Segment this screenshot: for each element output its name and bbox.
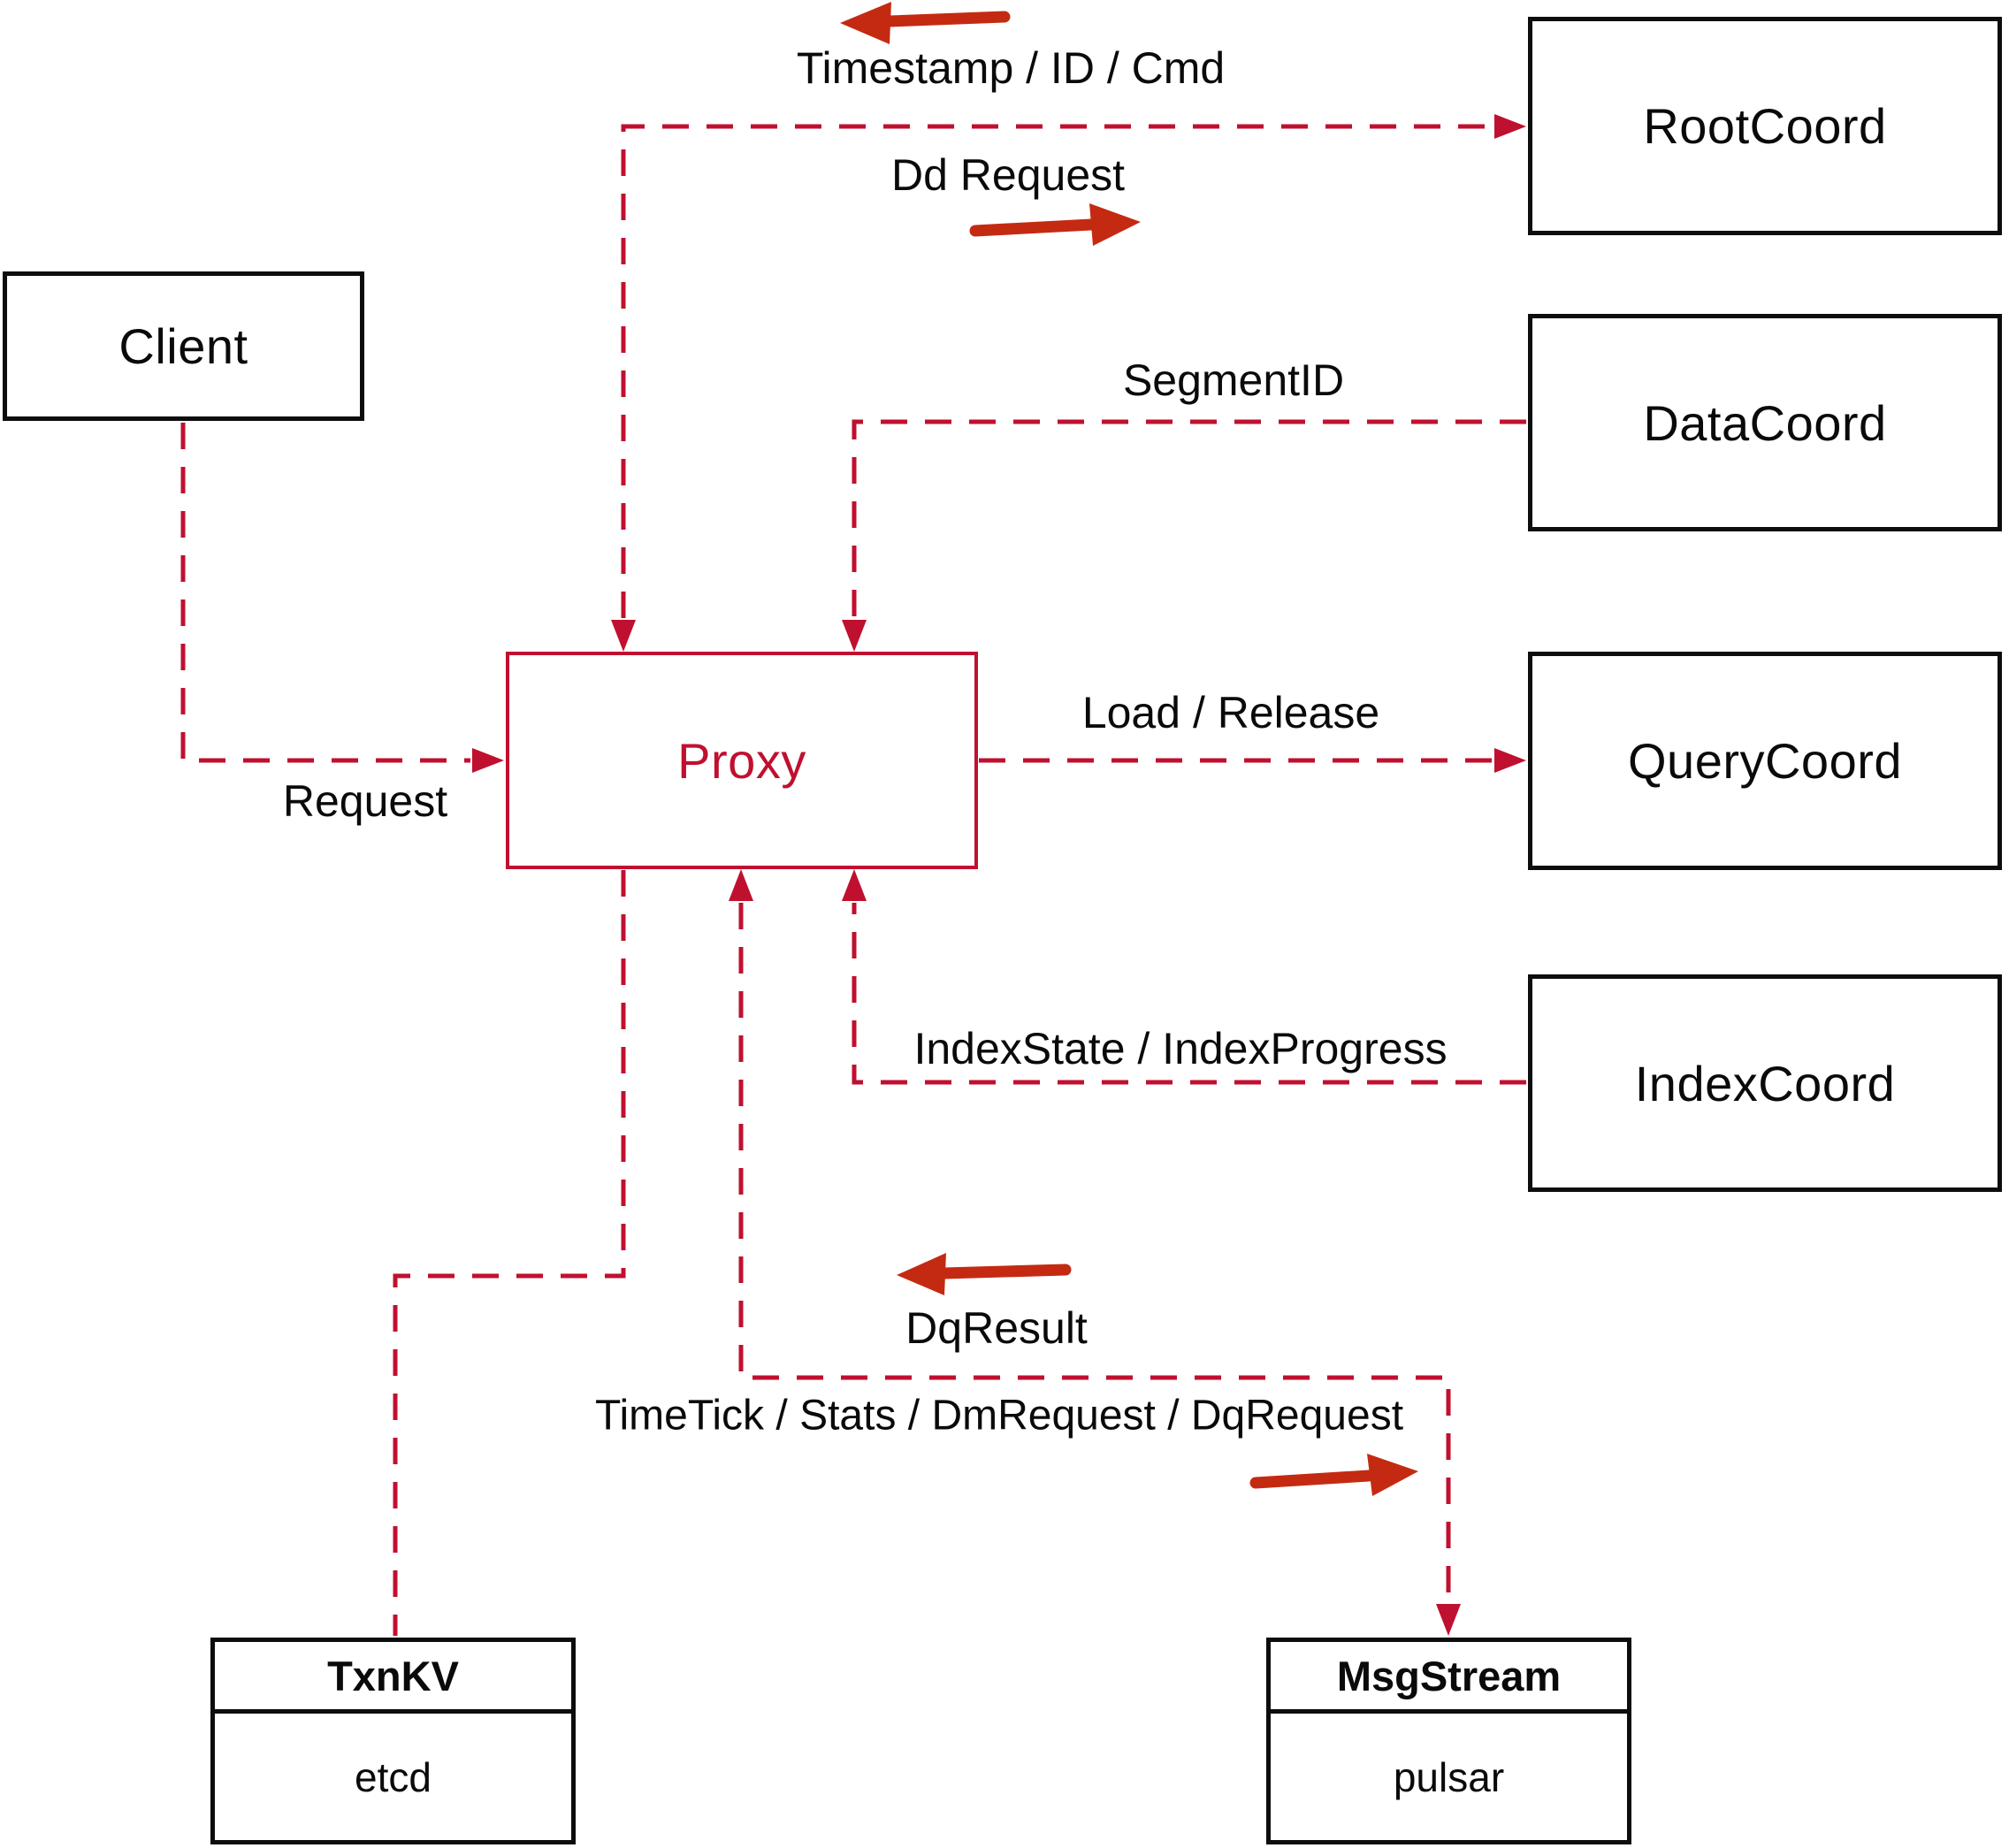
arrow-right-icon: [969, 203, 1141, 246]
node-datacoord: DataCoord: [1528, 314, 2002, 531]
node-rootcoord-label: RootCoord: [1643, 98, 1887, 154]
node-txnkv-title: TxnKV: [215, 1642, 571, 1714]
node-msgstream-title: MsgStream: [1271, 1642, 1627, 1714]
edge-client-proxy: [180, 423, 504, 773]
edge-label-indexstate-indexprogress: IndexState / IndexProgress: [913, 1024, 1448, 1073]
edge-label-dqresult: DqResult: [905, 1303, 1088, 1353]
edge-label-timestamp-id-cmd: Timestamp / ID / Cmd: [796, 43, 1226, 93]
node-proxy: Proxy: [506, 652, 978, 869]
edge-label-segmentid: SegmentID: [1122, 355, 1345, 405]
arrow-right-icon: [1249, 1454, 1418, 1496]
node-txnkv-subtitle: etcd: [355, 1753, 432, 1800]
arrow-left-icon: [840, 2, 1011, 44]
edge-label-timetick-stats: TimeTick / Stats / DmRequest / DqRequest: [594, 1392, 1404, 1439]
edge-proxy-txnkv: [393, 870, 626, 1636]
node-datacoord-label: DataCoord: [1643, 394, 1887, 451]
edge-datacoord-proxy: [842, 419, 1526, 652]
edge-label-request: Request: [282, 776, 448, 826]
edge-proxy-rootcoord: [611, 114, 1526, 652]
node-msgstream: MsgStream pulsar: [1266, 1638, 1631, 1844]
node-querycoord: QueryCoord: [1528, 652, 2002, 870]
node-indexcoord: IndexCoord: [1528, 974, 2002, 1192]
node-indexcoord-label: IndexCoord: [1634, 1055, 1896, 1111]
edge-label-dd-request: Dd Request: [890, 150, 1126, 200]
edge-proxy-msgstream: [729, 869, 1461, 1636]
node-proxy-label: Proxy: [677, 732, 806, 789]
node-msgstream-subtitle: pulsar: [1393, 1753, 1505, 1800]
arrow-left-icon: [897, 1253, 1072, 1295]
edge-proxy-querycoord: [979, 748, 1526, 773]
node-client-label: Client: [118, 318, 248, 374]
edge-label-load-release: Load / Release: [1081, 688, 1380, 737]
node-client: Client: [3, 271, 364, 421]
node-txnkv: TxnKV etcd: [210, 1638, 576, 1844]
node-querycoord-label: QueryCoord: [1627, 733, 1903, 789]
edge-indexcoord-proxy: [842, 869, 1526, 1085]
node-rootcoord: RootCoord: [1528, 17, 2002, 235]
